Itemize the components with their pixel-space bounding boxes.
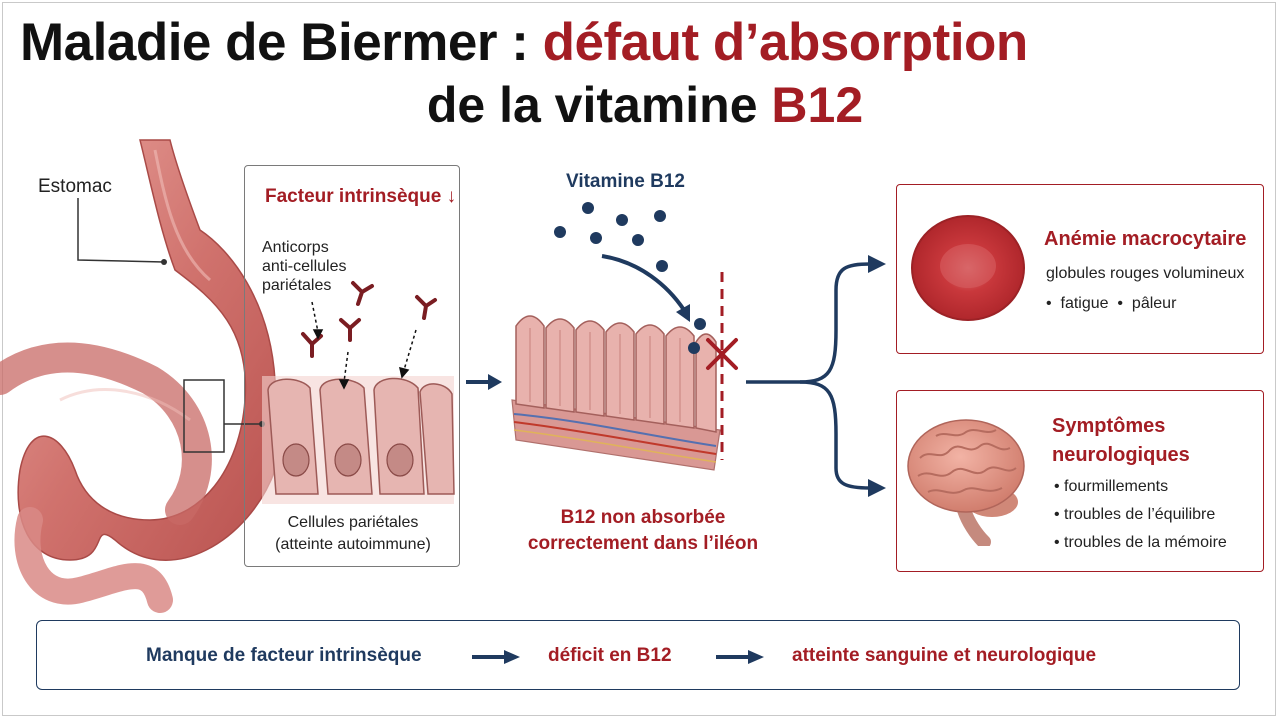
title2-black: de la vitamine: [426, 77, 772, 133]
parietal-cells: [262, 376, 455, 504]
summary-step-3: atteinte sanguine et neurologique: [792, 645, 1097, 666]
ileum-villi: [511, 315, 721, 471]
antibody-icon: [339, 318, 361, 342]
title-line-2: de la vitamine B12: [0, 76, 1280, 134]
blocked-icon: [706, 338, 738, 370]
brain-icon: [907, 419, 1025, 546]
parietal-cells-caption: Cellules pariétales (atteinte autoimmune…: [275, 514, 431, 553]
anemia-title: Anémie macrocytaire: [1044, 228, 1247, 250]
b12-flow-arrow: [601, 254, 690, 322]
stomach-label: Estomac: [38, 176, 112, 197]
b12-molecules: [554, 202, 706, 354]
red-blood-cell-icon: [911, 215, 1025, 321]
title2-red: B12: [771, 77, 864, 133]
neuro-title: Symptômes neurologiques: [1052, 415, 1190, 466]
arrow-head-bottom: [868, 479, 886, 497]
zoom-box: [183, 379, 225, 453]
neuro-symptom-item: • fourmillements: [1054, 478, 1169, 495]
title-line-1: Maladie de Biermer : défaut d’absorption: [20, 12, 1260, 73]
parietal-cell: [373, 377, 425, 495]
antibodies-label: Anticorps anti-cellules pariétales: [262, 239, 347, 294]
duodenum: [14, 507, 173, 613]
title-red: défaut d’absorption: [542, 13, 1029, 72]
intrinsic-factor-heading: Facteur intrinsèque ↓: [265, 186, 457, 207]
arrow-head-top: [868, 255, 886, 273]
antibody-pointers: [311, 301, 417, 390]
neuro-symptom-item: • troubles de la mémoire: [1054, 534, 1227, 551]
title-black: Maladie de Biermer :: [20, 13, 543, 72]
stomach-body: [0, 342, 212, 525]
arrow-to-ileum: [466, 374, 502, 390]
branch-arrows: [746, 262, 871, 490]
antibodies: [301, 281, 437, 358]
summary-arrows: [472, 650, 764, 664]
antibody-icon: [415, 295, 437, 320]
antibody-icon: [351, 281, 374, 306]
stomach-illustration: [0, 139, 276, 613]
parietal-cell: [319, 378, 373, 495]
anemia-symptoms: • fatigue • pâleur: [1046, 295, 1177, 312]
parietal-cell: [419, 383, 455, 495]
parietal-cells-panel: [244, 165, 460, 567]
ileum-caption: B12 non absorbée correctement dans l’ilé…: [527, 507, 759, 554]
estomac-pointer: [77, 198, 165, 263]
neuro-symptom-list: • fourmillements • troubles de l’équilib…: [1054, 478, 1227, 562]
parietal-cell: [267, 378, 319, 495]
summary-step-1: Manque de facteur intrinsèque: [146, 645, 422, 666]
antibody-icon: [301, 332, 323, 358]
vitamin-b12-label: Vitamine B12: [566, 171, 685, 192]
anemia-description: globules rouges volumineux: [1046, 265, 1245, 282]
summary-step-2: déficit en B12: [548, 645, 672, 666]
neuro-symptom-item: • troubles de l’équilibre: [1054, 506, 1216, 523]
stomach-shape: [17, 139, 276, 561]
summary-box: [36, 620, 1240, 690]
